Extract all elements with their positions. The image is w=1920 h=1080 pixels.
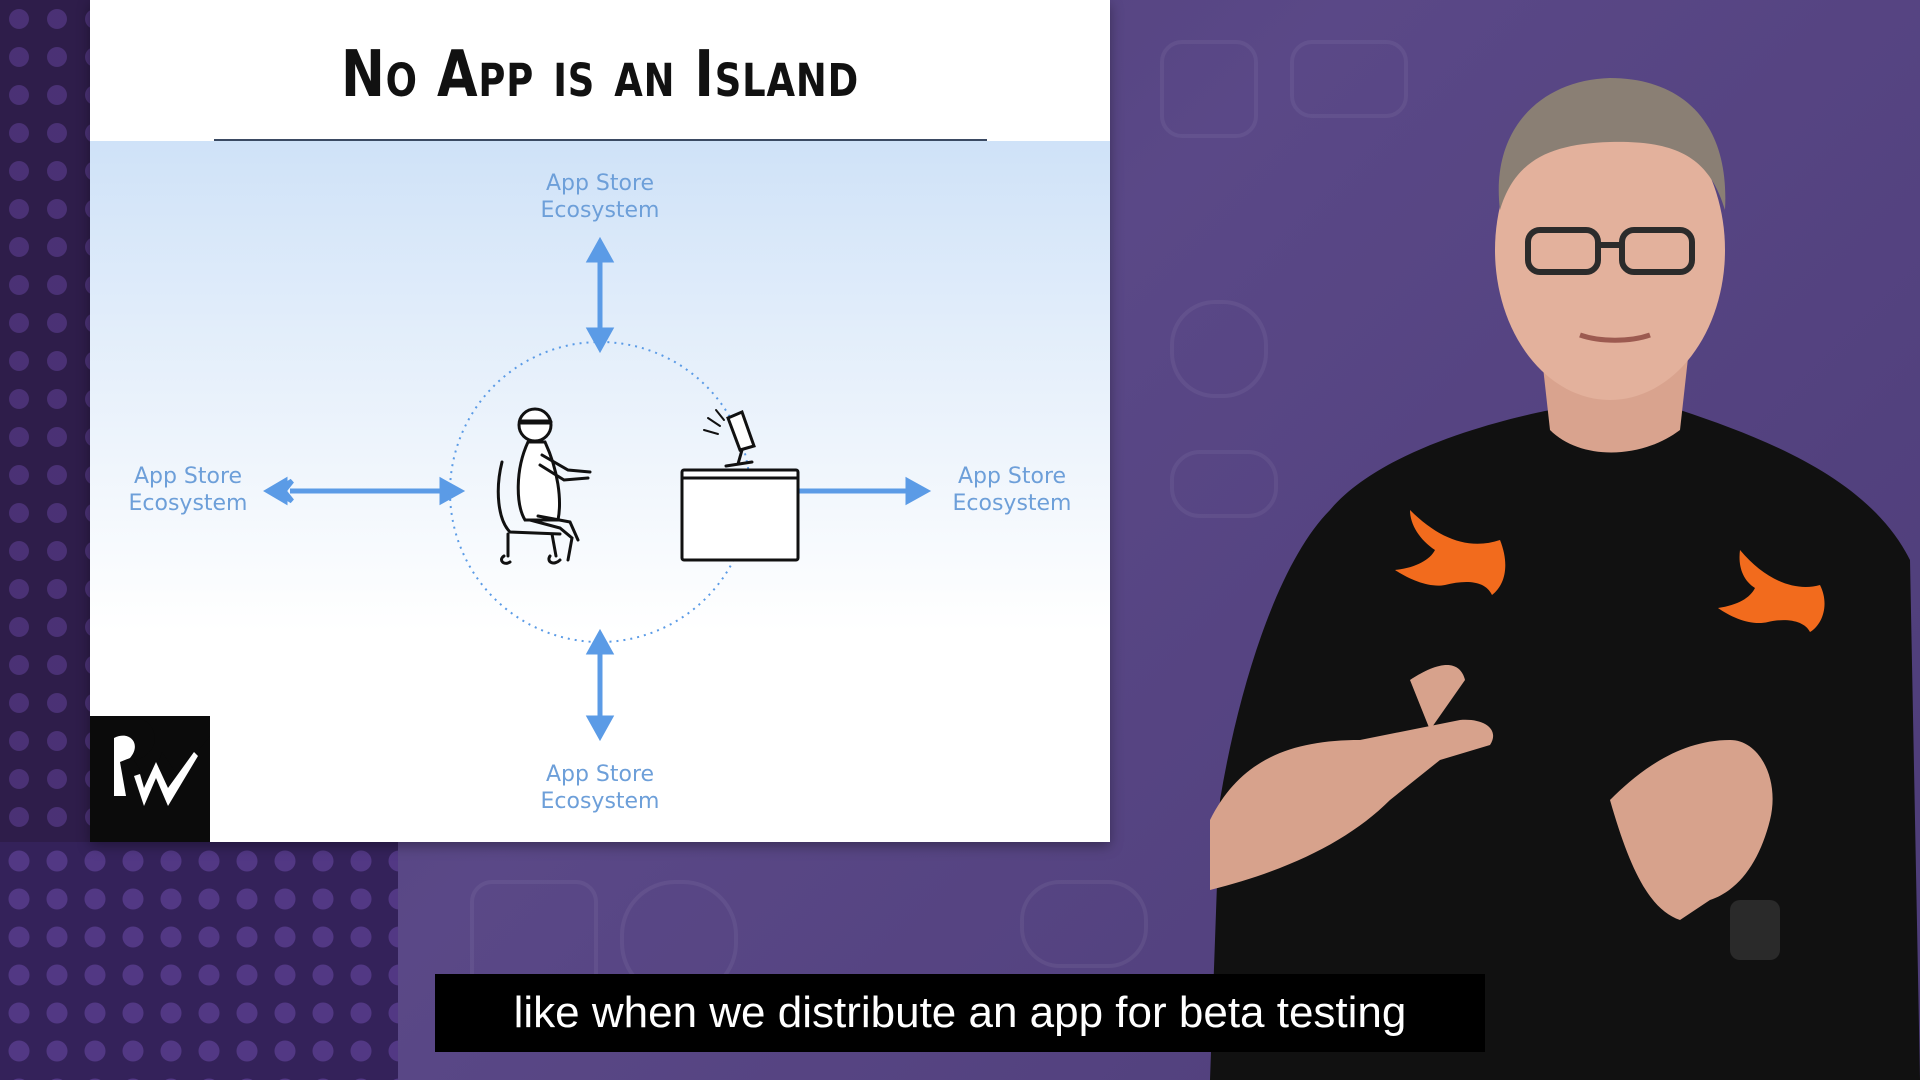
background-glyph bbox=[1170, 450, 1278, 518]
ecosystem-label-right: App Store Ecosystem bbox=[952, 464, 1072, 516]
arrow-left bbox=[263, 476, 466, 506]
subtitle-caption: like when we distribute an app for beta … bbox=[435, 974, 1485, 1052]
swift-logo-icon bbox=[1395, 510, 1506, 595]
ecosystem-label-bottom: App Store Ecosystem bbox=[540, 762, 660, 814]
arrow-down bbox=[585, 628, 615, 742]
arrow-up bbox=[585, 236, 615, 354]
desk-computer-icon bbox=[680, 409, 800, 562]
background-glyph bbox=[1170, 300, 1268, 398]
background-glyph bbox=[1160, 40, 1258, 138]
ecosystem-diagram bbox=[263, 236, 932, 742]
ecosystem-label-left: App Store Ecosystem bbox=[128, 464, 248, 516]
stick-figure-icon bbox=[496, 407, 592, 565]
slide-header: No App is an Island bbox=[90, 0, 1110, 141]
background-tile-block bbox=[0, 842, 398, 1080]
slide-title: No App is an Island bbox=[340, 38, 860, 112]
glasses bbox=[1525, 227, 1695, 275]
title-divider bbox=[214, 139, 987, 141]
background-glyph bbox=[1290, 40, 1408, 118]
presentation-slide: No App is an Island bbox=[90, 0, 1110, 842]
presenter bbox=[1210, 78, 1920, 1080]
rw-logo-icon bbox=[90, 716, 210, 842]
watch bbox=[1730, 900, 1780, 960]
ecosystem-label-top: App Store Ecosystem bbox=[540, 171, 660, 223]
background-glyph bbox=[1020, 880, 1148, 968]
swift-logo-icon bbox=[1718, 550, 1825, 632]
